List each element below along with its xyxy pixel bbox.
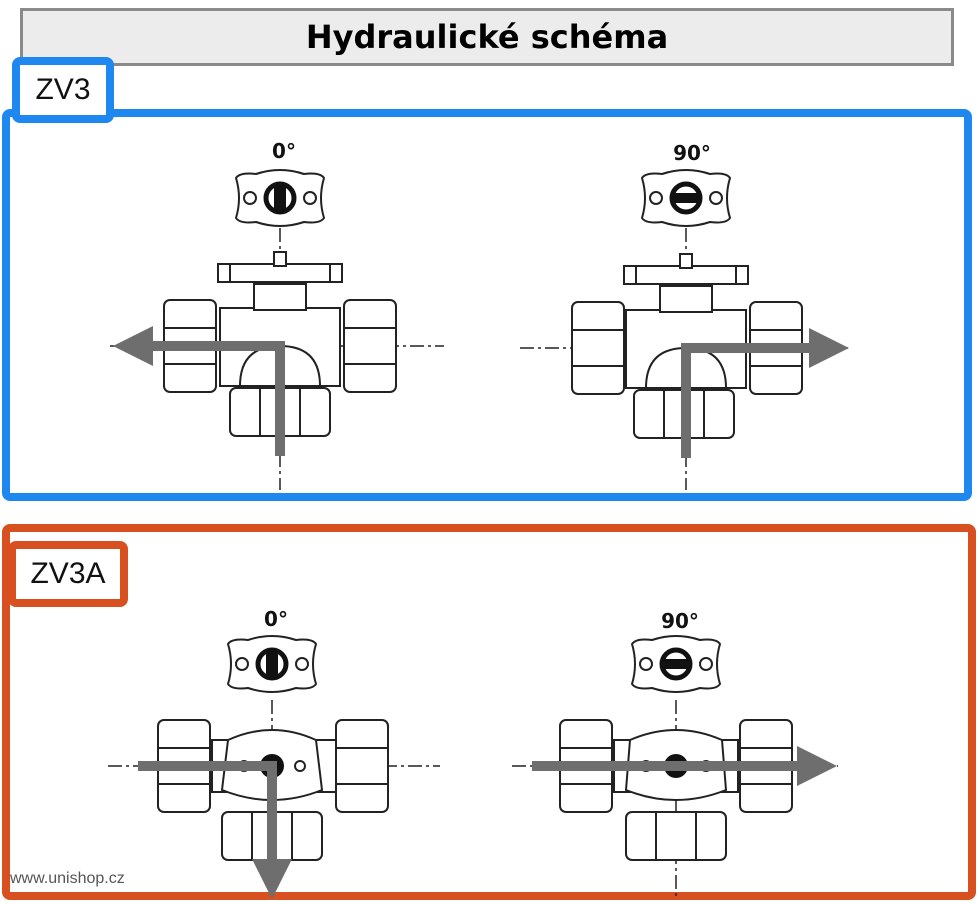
page-title: Hydraulické schéma xyxy=(305,18,669,56)
zv3a-state-0: 0° xyxy=(108,607,440,900)
zv3-angle-90-label: 90° xyxy=(673,141,711,165)
zv3-flow-arrow-0 xyxy=(113,326,285,456)
zv3-label: ZV3 xyxy=(35,73,91,106)
zv3a-angle-90-label: 90° xyxy=(661,609,699,633)
zv3-flow-arrow-90 xyxy=(681,328,849,458)
zv3a-angle-0-label: 0° xyxy=(264,607,288,631)
zv3a-label-tab: ZV3A xyxy=(8,541,128,607)
zv3-state-90: 90° xyxy=(520,141,849,490)
zv3-angle-0-label: 0° xyxy=(272,139,296,163)
watermark: www.unishop.cz xyxy=(10,870,125,887)
zv3-label-tab: ZV3 xyxy=(12,57,114,123)
zv3a-label: ZV3A xyxy=(30,557,106,590)
zv3-state-0: 0° xyxy=(110,139,444,490)
zv3a-state-90: 90° xyxy=(512,609,838,900)
zv3a-flow-arrow-0 xyxy=(138,761,292,899)
zv3a-panel xyxy=(2,524,976,900)
title-bar: Hydraulické schéma xyxy=(20,8,954,66)
